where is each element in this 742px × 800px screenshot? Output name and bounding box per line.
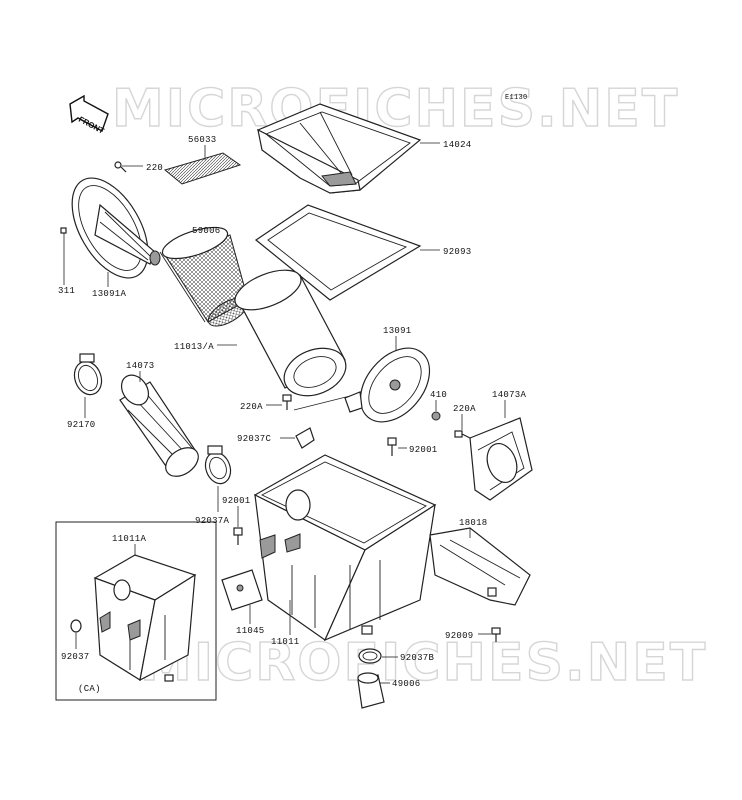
part-label-410: 410	[430, 390, 447, 400]
watermark-bottom: MICROFICHES.NET	[140, 633, 707, 693]
watermark-top: MICROFICHES.NET	[112, 79, 679, 139]
part-label-49006: 49006	[392, 679, 421, 689]
bolt-92009-icon	[491, 627, 501, 642]
guard-18018	[429, 527, 531, 606]
clamp-92170-icon	[73, 353, 103, 396]
part-label-14024: 14024	[443, 140, 472, 150]
nut-410-icon	[431, 411, 441, 421]
screw-220-icon	[114, 161, 127, 173]
drain-tube-49006	[357, 672, 385, 709]
part-label-18018: 18018	[459, 518, 488, 528]
clip-92037-icon	[70, 619, 82, 633]
clip-92037C-icon	[295, 427, 315, 449]
air-filter-element-11013A	[234, 269, 347, 397]
part-label-56033: 56033	[188, 135, 217, 145]
part-label-92037C: 92037C	[237, 434, 272, 444]
air-box-lid-14024	[256, 103, 422, 194]
part-label-220: 220	[146, 163, 163, 173]
intake-duct-14073	[119, 374, 199, 477]
part-label-220A-right: 220A	[453, 404, 476, 414]
part-label-311: 311	[58, 286, 75, 296]
part-label-13091: 13091	[383, 326, 412, 336]
bolt-92001-left-icon	[233, 527, 243, 545]
part-label-92037: 92037	[61, 652, 90, 662]
part-label-59006: 59006	[192, 226, 221, 236]
part-label-92037A: 92037A	[195, 516, 230, 526]
diagram-code: E1130	[505, 94, 528, 102]
part-label-92001-left: 92001	[222, 496, 251, 506]
bracket-11045	[221, 569, 263, 611]
part-label-92009: 92009	[445, 631, 474, 641]
label-plate-56033	[163, 152, 242, 185]
part-label-220A-left: 220A	[240, 402, 263, 412]
part-label-92037B: 92037B	[400, 653, 435, 663]
mesh-sleeve-59006	[159, 226, 249, 327]
backing-plate-13091A	[71, 177, 161, 279]
part-label-92001-right: 92001	[409, 445, 438, 455]
part-label-92170: 92170	[67, 420, 96, 430]
clamp-92037A-icon	[204, 445, 232, 485]
duct-boot-14073A	[469, 417, 533, 501]
clamp-92037B-icon	[358, 648, 382, 664]
part-label-14073: 14073	[126, 361, 155, 371]
part-label-13091A: 13091A	[92, 289, 127, 299]
screw-220A-left-icon	[282, 394, 292, 410]
gasket-92093	[254, 204, 422, 301]
part-label-11013A: 11013/A	[174, 342, 214, 352]
front-arrow-icon: FRONT	[69, 94, 109, 136]
inset-ca-box	[55, 521, 217, 701]
part-label-11045: 11045	[236, 626, 265, 636]
part-label-14073A: 14073A	[492, 390, 527, 400]
part-label-11011: 11011	[271, 637, 300, 647]
part-label-92093: 92093	[443, 247, 472, 257]
part-label-11011A: 11011A	[112, 534, 147, 544]
plate-13091	[344, 347, 431, 423]
inset-label-ca: (CA)	[78, 684, 101, 694]
screw-220A-right-icon	[454, 430, 471, 439]
bolt-92001-right-icon	[387, 437, 397, 456]
air-box-11011	[253, 454, 437, 642]
